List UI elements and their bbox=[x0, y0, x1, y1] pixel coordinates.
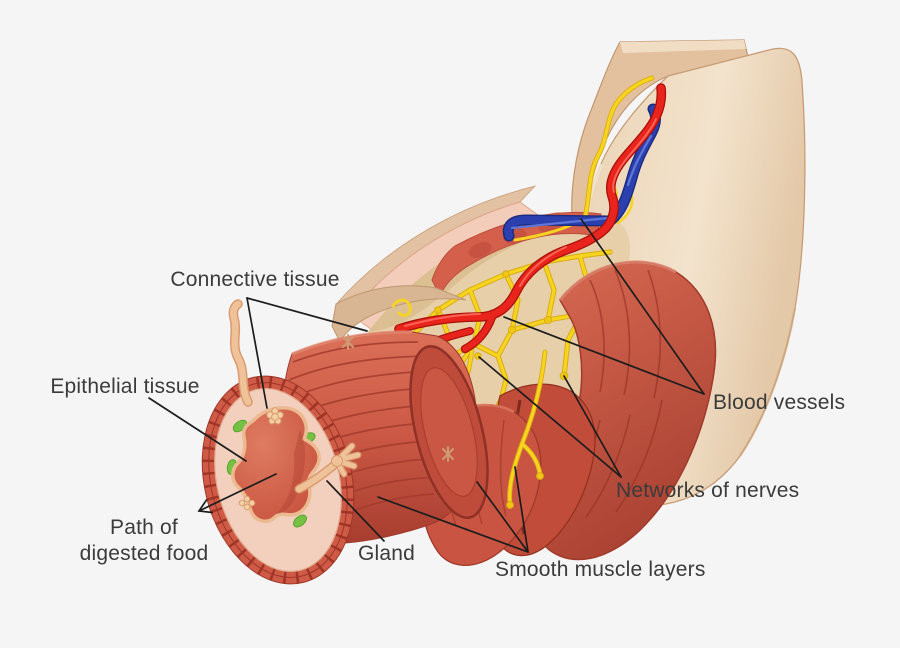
nerve-in-mesentery bbox=[513, 75, 655, 242]
gland-ducts bbox=[228, 299, 362, 511]
leader-smooth-muscle-c bbox=[514, 466, 529, 553]
leader-connective-tissue-a bbox=[246, 297, 368, 332]
leader-epithelial-tissue bbox=[148, 397, 247, 462]
label-path-of-digested-food: Path of digested food bbox=[80, 515, 209, 567]
leader-networks-of-nerves-b bbox=[563, 375, 622, 478]
label-path-of-digested-food-line1: Path of bbox=[110, 516, 178, 539]
leader-blood-vessels-a bbox=[580, 218, 705, 395]
leader-gland bbox=[326, 480, 385, 542]
cross-section bbox=[201, 299, 454, 585]
leader-blood-vessels-b bbox=[503, 316, 705, 395]
label-path-of-digested-food-line2: digested food bbox=[79, 542, 209, 565]
label-blood-vessels: Blood vessels bbox=[713, 391, 846, 414]
connective-collar bbox=[331, 285, 467, 344]
serosa-starbursts bbox=[342, 334, 454, 462]
label-connective-tissue: Connective tissue bbox=[170, 268, 340, 291]
leader-lines bbox=[148, 218, 705, 553]
label-smooth-muscle-layers: Smooth muscle layers bbox=[495, 558, 706, 581]
leader-smooth-muscle-a bbox=[377, 496, 529, 553]
label-networks-of-nerves: Networks of nerves bbox=[616, 479, 800, 502]
label-epithelial-tissue: Epithelial tissue bbox=[50, 375, 200, 398]
leader-connective-tissue-b bbox=[246, 297, 268, 409]
label-gland: Gland bbox=[358, 542, 416, 565]
leader-networks-of-nerves-a bbox=[478, 356, 622, 478]
leader-smooth-muscle-b bbox=[476, 481, 529, 553]
path-of-food-arrow bbox=[197, 473, 277, 514]
